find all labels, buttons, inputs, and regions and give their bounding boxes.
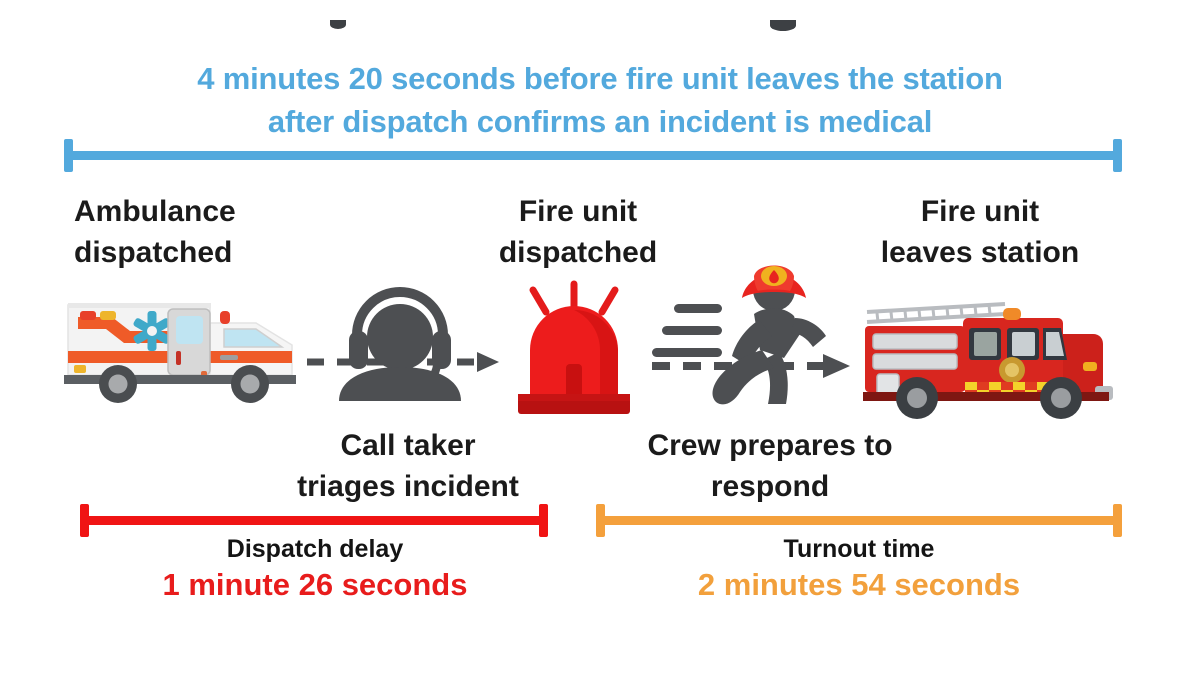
stage-label-line-2: dispatched [74, 235, 233, 269]
cropped-text-remnant-right [770, 20, 796, 31]
measure-value: 2 minutes 54 seconds [697, 567, 1021, 603]
stage-label-fire-unit-dispatched: Fire unit dispatched [423, 192, 733, 274]
running-firefighter-icon [650, 246, 860, 421]
stage-label-line-2: respond [710, 469, 830, 503]
stage-label-line-2: triages incident [297, 469, 519, 503]
bracket-cap-right [1113, 139, 1122, 172]
cropped-text-remnant-left [330, 20, 346, 29]
stage-label-line-2: dispatched [498, 235, 658, 269]
headline: 4 minutes 20 seconds before fire unit le… [60, 58, 1140, 144]
stage-label-line-2: leaves station [880, 235, 1080, 269]
bracket-cap-left [64, 139, 73, 172]
bracket-cap-left [80, 504, 89, 537]
stage-label-line-1: Fire unit [920, 195, 1040, 228]
bracket-cap-right [539, 504, 548, 537]
stage-label-line-1: Fire unit [518, 195, 638, 228]
ambulance-icon [60, 283, 310, 403]
stage-label-crew-prepares: Crew prepares to respond [600, 426, 940, 508]
dispatch-delay-bracket [80, 504, 548, 537]
stage-label-line-1: Ambulance [74, 195, 236, 228]
headline-line-2: after dispatch confirms an incident is m… [267, 103, 933, 139]
total-time-bracket [64, 139, 1122, 172]
measure-name: Dispatch delay [226, 535, 404, 563]
measure-value: 1 minute 26 seconds [162, 567, 468, 603]
stage-label-line-1: Call taker [340, 429, 476, 462]
fire-truck-icon [855, 282, 1120, 422]
bracket-cap-left [596, 504, 605, 537]
dispatch-delay-measure: Dispatch delay 1 minute 26 seconds [72, 534, 558, 606]
turnout-time-bracket [596, 504, 1122, 537]
stage-label-call-taker-triages: Call taker triages incident [248, 426, 568, 508]
call-taker-headset-icon [325, 279, 475, 401]
headline-line-1: 4 minutes 20 seconds before fire unit le… [197, 61, 1003, 96]
stage-label-ambulance-dispatched: Ambulance dispatched [74, 192, 374, 274]
bracket-cap-right [1113, 504, 1122, 537]
emergency-siren-icon [500, 276, 648, 416]
stage-label-fire-unit-leaves-station: Fire unit leaves station [820, 192, 1140, 274]
measure-name: Turnout time [783, 535, 935, 563]
stage-label-line-1: Crew prepares to [647, 429, 893, 462]
arrow-ambulance-to-siren [305, 348, 505, 376]
turnout-time-measure: Turnout time 2 minutes 54 seconds [588, 534, 1130, 606]
